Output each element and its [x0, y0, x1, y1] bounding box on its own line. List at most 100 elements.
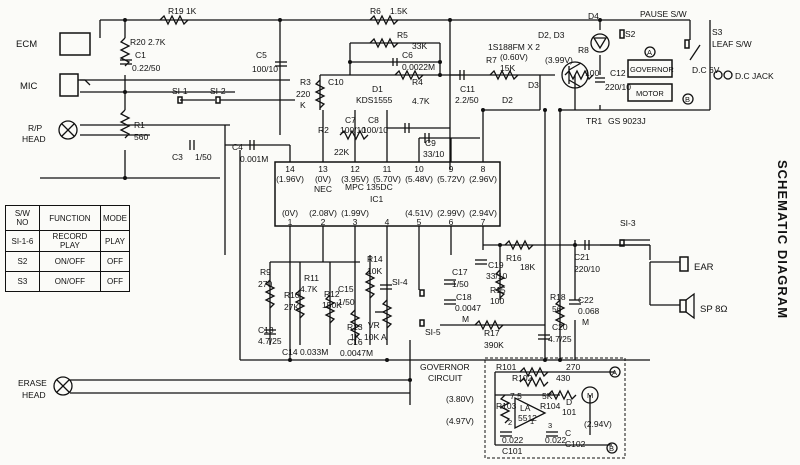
ic-pin-8-number: 8 [481, 164, 486, 174]
wiring [40, 19, 711, 446]
r1-value: 560 [134, 132, 148, 142]
motor-box [627, 83, 673, 102]
table-cell: ON/OFF [38, 271, 101, 292]
resistor-symbols [119, 14, 594, 424]
r13-label: R13 [347, 322, 363, 332]
r16-label: R16 [506, 253, 522, 263]
c17-label: C17 [452, 267, 468, 277]
table-cell: ON/OFF [38, 251, 101, 272]
ic-pin-11-number: 11 [383, 164, 392, 174]
r3-label: R3 [300, 77, 311, 87]
terminal-b-label: B [609, 444, 614, 453]
c3-value: 1/50 [195, 152, 212, 162]
r8-label: R8 [578, 45, 589, 55]
s3-label: S3 [712, 27, 723, 37]
c15-value: 1/50 [338, 297, 355, 307]
r15-label: R15 [490, 285, 506, 295]
table-row: S2 ON/OFF OFF [5, 251, 131, 272]
c12-value: 220/10 [605, 82, 631, 92]
mic-label: MIC [20, 81, 38, 92]
ic-pin-13-voltage: (0V) [315, 174, 331, 184]
labels: ECM MIC R/P HEAD ERASE HEAD R19 1K R20 2… [16, 6, 790, 456]
c102-c-label: C [565, 428, 571, 438]
tr1-value: GS 9023J [608, 116, 646, 126]
r18-value: 56 [552, 304, 562, 314]
governor-circuit-enclosure [484, 357, 626, 459]
c1-label: C1 [135, 50, 146, 60]
d1-label: D1 [372, 84, 383, 94]
r104-value: 5K [542, 391, 553, 401]
c11-label: C11 [460, 84, 475, 94]
erase-label: ERASE [18, 378, 47, 388]
d3-label: D3 [528, 80, 539, 90]
r1-label: R1 [134, 120, 145, 130]
table-cell: S3 [5, 271, 40, 292]
r103-label: R103 [496, 401, 517, 411]
rp-label: R/P [28, 123, 43, 133]
ic-pin-2-number: 2 [321, 217, 326, 227]
volume-pot-symbol [375, 299, 393, 329]
governor-circuit-label-2: CIRCUIT [428, 373, 462, 383]
r104-label: R104 [540, 401, 561, 411]
r20-label: R20 2.7K [130, 37, 166, 47]
ic-pin-7-number: 7 [481, 217, 486, 227]
c15-label: C15 [338, 284, 354, 294]
pause-switch-label: PAUSE S/W [640, 9, 687, 19]
table-row: S3 ON/OFF OFF [5, 271, 131, 292]
c19-label: C19 [488, 260, 504, 270]
c4-value: 0.001M [240, 154, 268, 164]
r101-value: 270 [566, 362, 580, 372]
r11-value: 4.7K [300, 284, 318, 294]
ecm-microphone-symbol [59, 32, 91, 56]
table-cell: PLAY [99, 230, 131, 252]
governor-label: GOVERNOR [630, 65, 674, 74]
c20-value: 4.7/25 [548, 334, 572, 344]
ic1-package [274, 161, 501, 227]
c6-label: C6 [402, 50, 413, 60]
c9-label: C9 [425, 138, 436, 148]
motor-m-symbol [581, 386, 599, 404]
ic-pin-labels: 14(1.96V)13(0V)NEC12(3.95V)11(5.70V)10(5… [276, 164, 497, 227]
table-row: SI-1-6 RECORD PLAY PLAY [5, 230, 131, 252]
table-cell: SI-1-6 [5, 230, 40, 252]
r2-label: R2 [318, 125, 329, 135]
r18-label: R18 [550, 292, 566, 302]
table-cell: OFF [99, 271, 131, 292]
c13-label: C13 [258, 325, 274, 335]
r7-value: 15K [500, 63, 515, 73]
vr-label: VR [368, 320, 380, 330]
si4-label: SI-4 [392, 277, 408, 287]
r102-label: R102 [512, 373, 533, 383]
c6-value: 0.0022M [402, 62, 435, 72]
tr1-label: TR1 [586, 116, 602, 126]
r13-value: 1K [350, 332, 361, 342]
c7-value: 100/10 [340, 125, 366, 135]
erase-head-symbol [53, 376, 73, 396]
c3-label: C3 [172, 152, 183, 162]
vr-value: 10K A [364, 332, 387, 342]
c22-unit: M [582, 317, 589, 327]
r14-value: 10K [367, 266, 382, 276]
ic-pin-14-number: 14 [285, 164, 295, 174]
ic-pin-13-number: 13 [318, 164, 328, 174]
c1-value: 0.22/50 [132, 63, 161, 73]
ic-pin-3-number: 3 [353, 217, 358, 227]
ic-pin-9-number: 9 [449, 164, 454, 174]
c18-value: 0.0047 [455, 303, 481, 313]
dc6v-label: D.C 6V [692, 65, 720, 75]
terminal-a-top-symbol [644, 46, 656, 58]
governor-circuit-label: GOVERNOR [420, 362, 470, 372]
switch-contacts [177, 29, 701, 327]
ic-pin-11-voltage: (5.70V) [373, 174, 401, 184]
r8-value: 100 [585, 68, 599, 78]
c102-label: C102 [565, 439, 586, 449]
junction-dots [123, 18, 602, 382]
terminal-a-label: A [612, 368, 617, 377]
led-d4-symbol [590, 33, 610, 53]
c8-value: 100/10 [362, 125, 388, 135]
terminal-b-top-symbol [682, 93, 694, 105]
ic-pin-10-number: 10 [414, 164, 424, 174]
opamp-pin-2: 2 [508, 418, 512, 427]
